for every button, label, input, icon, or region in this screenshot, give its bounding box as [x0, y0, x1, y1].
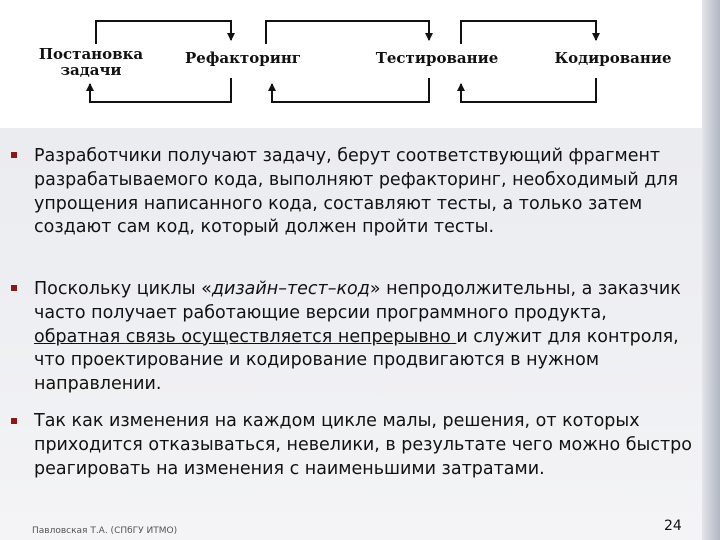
- bullet-marker: [11, 285, 17, 291]
- node-coding: Кодирование: [554, 49, 672, 67]
- arrow-to-refactoring: [95, 20, 235, 44]
- arrow-back-to-testing: [457, 78, 597, 103]
- arrow-to-coding: [460, 20, 600, 44]
- bullet-2-part-3: и служит для контроля, что проектировани…: [34, 326, 679, 395]
- bullet-marker: [11, 418, 17, 424]
- arrow-back-to-refactoring: [268, 78, 430, 103]
- page-number: 24: [664, 518, 682, 534]
- arrow-back-to-task: [86, 78, 232, 103]
- slide-decoration-bar: [702, 0, 720, 540]
- process-diagram: Постановка задачи Рефакторинг Тестирован…: [0, 0, 702, 128]
- node-testing: Тестирование: [375, 49, 499, 67]
- diagram-arrows: [86, 20, 600, 103]
- node-refactoring: Рефакторинг: [185, 49, 301, 67]
- bullet-text-1: Разработчики получают задачу, берут соот…: [34, 146, 679, 238]
- bullet-marker: [11, 152, 17, 158]
- footer-author: Павловская Т.А. (СПбГУ ИТМО): [32, 526, 178, 536]
- bullet-text-3: Так как изменения на каждом цикле малы, …: [34, 411, 692, 479]
- arrow-to-testing: [265, 20, 433, 44]
- node-task-setting: Постановка задачи: [38, 45, 144, 79]
- bullet-2-italic: дизайн–тест–код: [211, 279, 370, 299]
- bullet-2-underlined: обратная связь осуществляется непрерывно: [34, 326, 457, 347]
- bullet-text-2: Поскольку циклы «дизайн–тест–код» непрод…: [34, 278, 694, 397]
- bullet-2-part-2: » непродолжительны, а заказчик часто пол…: [34, 279, 681, 323]
- bullet-2-part-1: Поскольку циклы «: [34, 279, 212, 299]
